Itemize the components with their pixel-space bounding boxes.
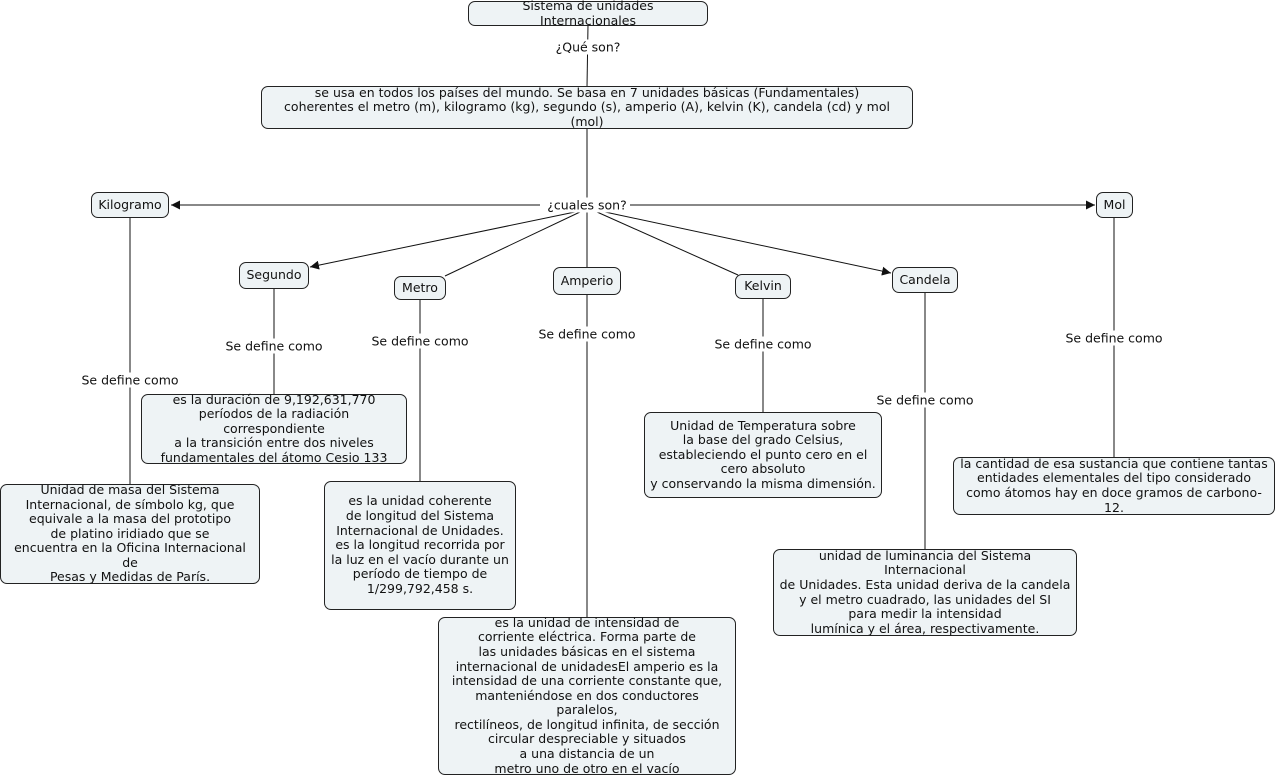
- link-label-define-kilogramo: Se define como: [80, 372, 180, 388]
- concept-candela[interactable]: Candela: [892, 267, 958, 293]
- definition-amperio[interactable]: es la unidad de intensidad de corriente …: [438, 615, 736, 775]
- definition-metro[interactable]: es la unidad coherente de longitud del S…: [324, 481, 516, 610]
- concept-amperio[interactable]: Amperio: [553, 267, 621, 295]
- definition-segundo[interactable]: es la duración de 9,192,631,770 períodos…: [141, 392, 407, 465]
- link-label-define-candela: Se define como: [875, 392, 975, 408]
- link-label-define-kelvin: Se define como: [713, 336, 813, 352]
- concept-mol[interactable]: Mol: [1096, 192, 1133, 218]
- link-label-define-metro: Se define como: [370, 333, 470, 349]
- link-label-define-mol: Se define como: [1064, 330, 1164, 346]
- link-label-cuales-son: ¿cuales son?: [546, 197, 628, 213]
- concept-root[interactable]: Sistema de unidades Internacionales: [468, 0, 708, 27]
- link-label-define-amperio: Se define como: [537, 326, 637, 342]
- concept-segundo[interactable]: Segundo: [239, 262, 309, 289]
- definition-kelvin[interactable]: Unidad de Temperatura sobre la base del …: [644, 412, 882, 498]
- concept-kilogramo[interactable]: Kilogramo: [91, 192, 169, 218]
- link-label-que-son: ¿Qué son?: [554, 39, 622, 55]
- definition-kilogramo[interactable]: Unidad de masa del Sistema Internacional…: [0, 482, 260, 584]
- definition-mol[interactable]: la cantidad de esa sustancia que contien…: [953, 456, 1275, 515]
- concept-definition[interactable]: se usa en todos los países del mundo. Se…: [261, 85, 913, 129]
- definition-candela[interactable]: unidad de luminancia del Sistema Interna…: [773, 548, 1077, 636]
- concept-metro[interactable]: Metro: [394, 276, 446, 300]
- link-label-define-segundo: Se define como: [224, 338, 324, 354]
- concept-kelvin[interactable]: Kelvin: [735, 274, 791, 299]
